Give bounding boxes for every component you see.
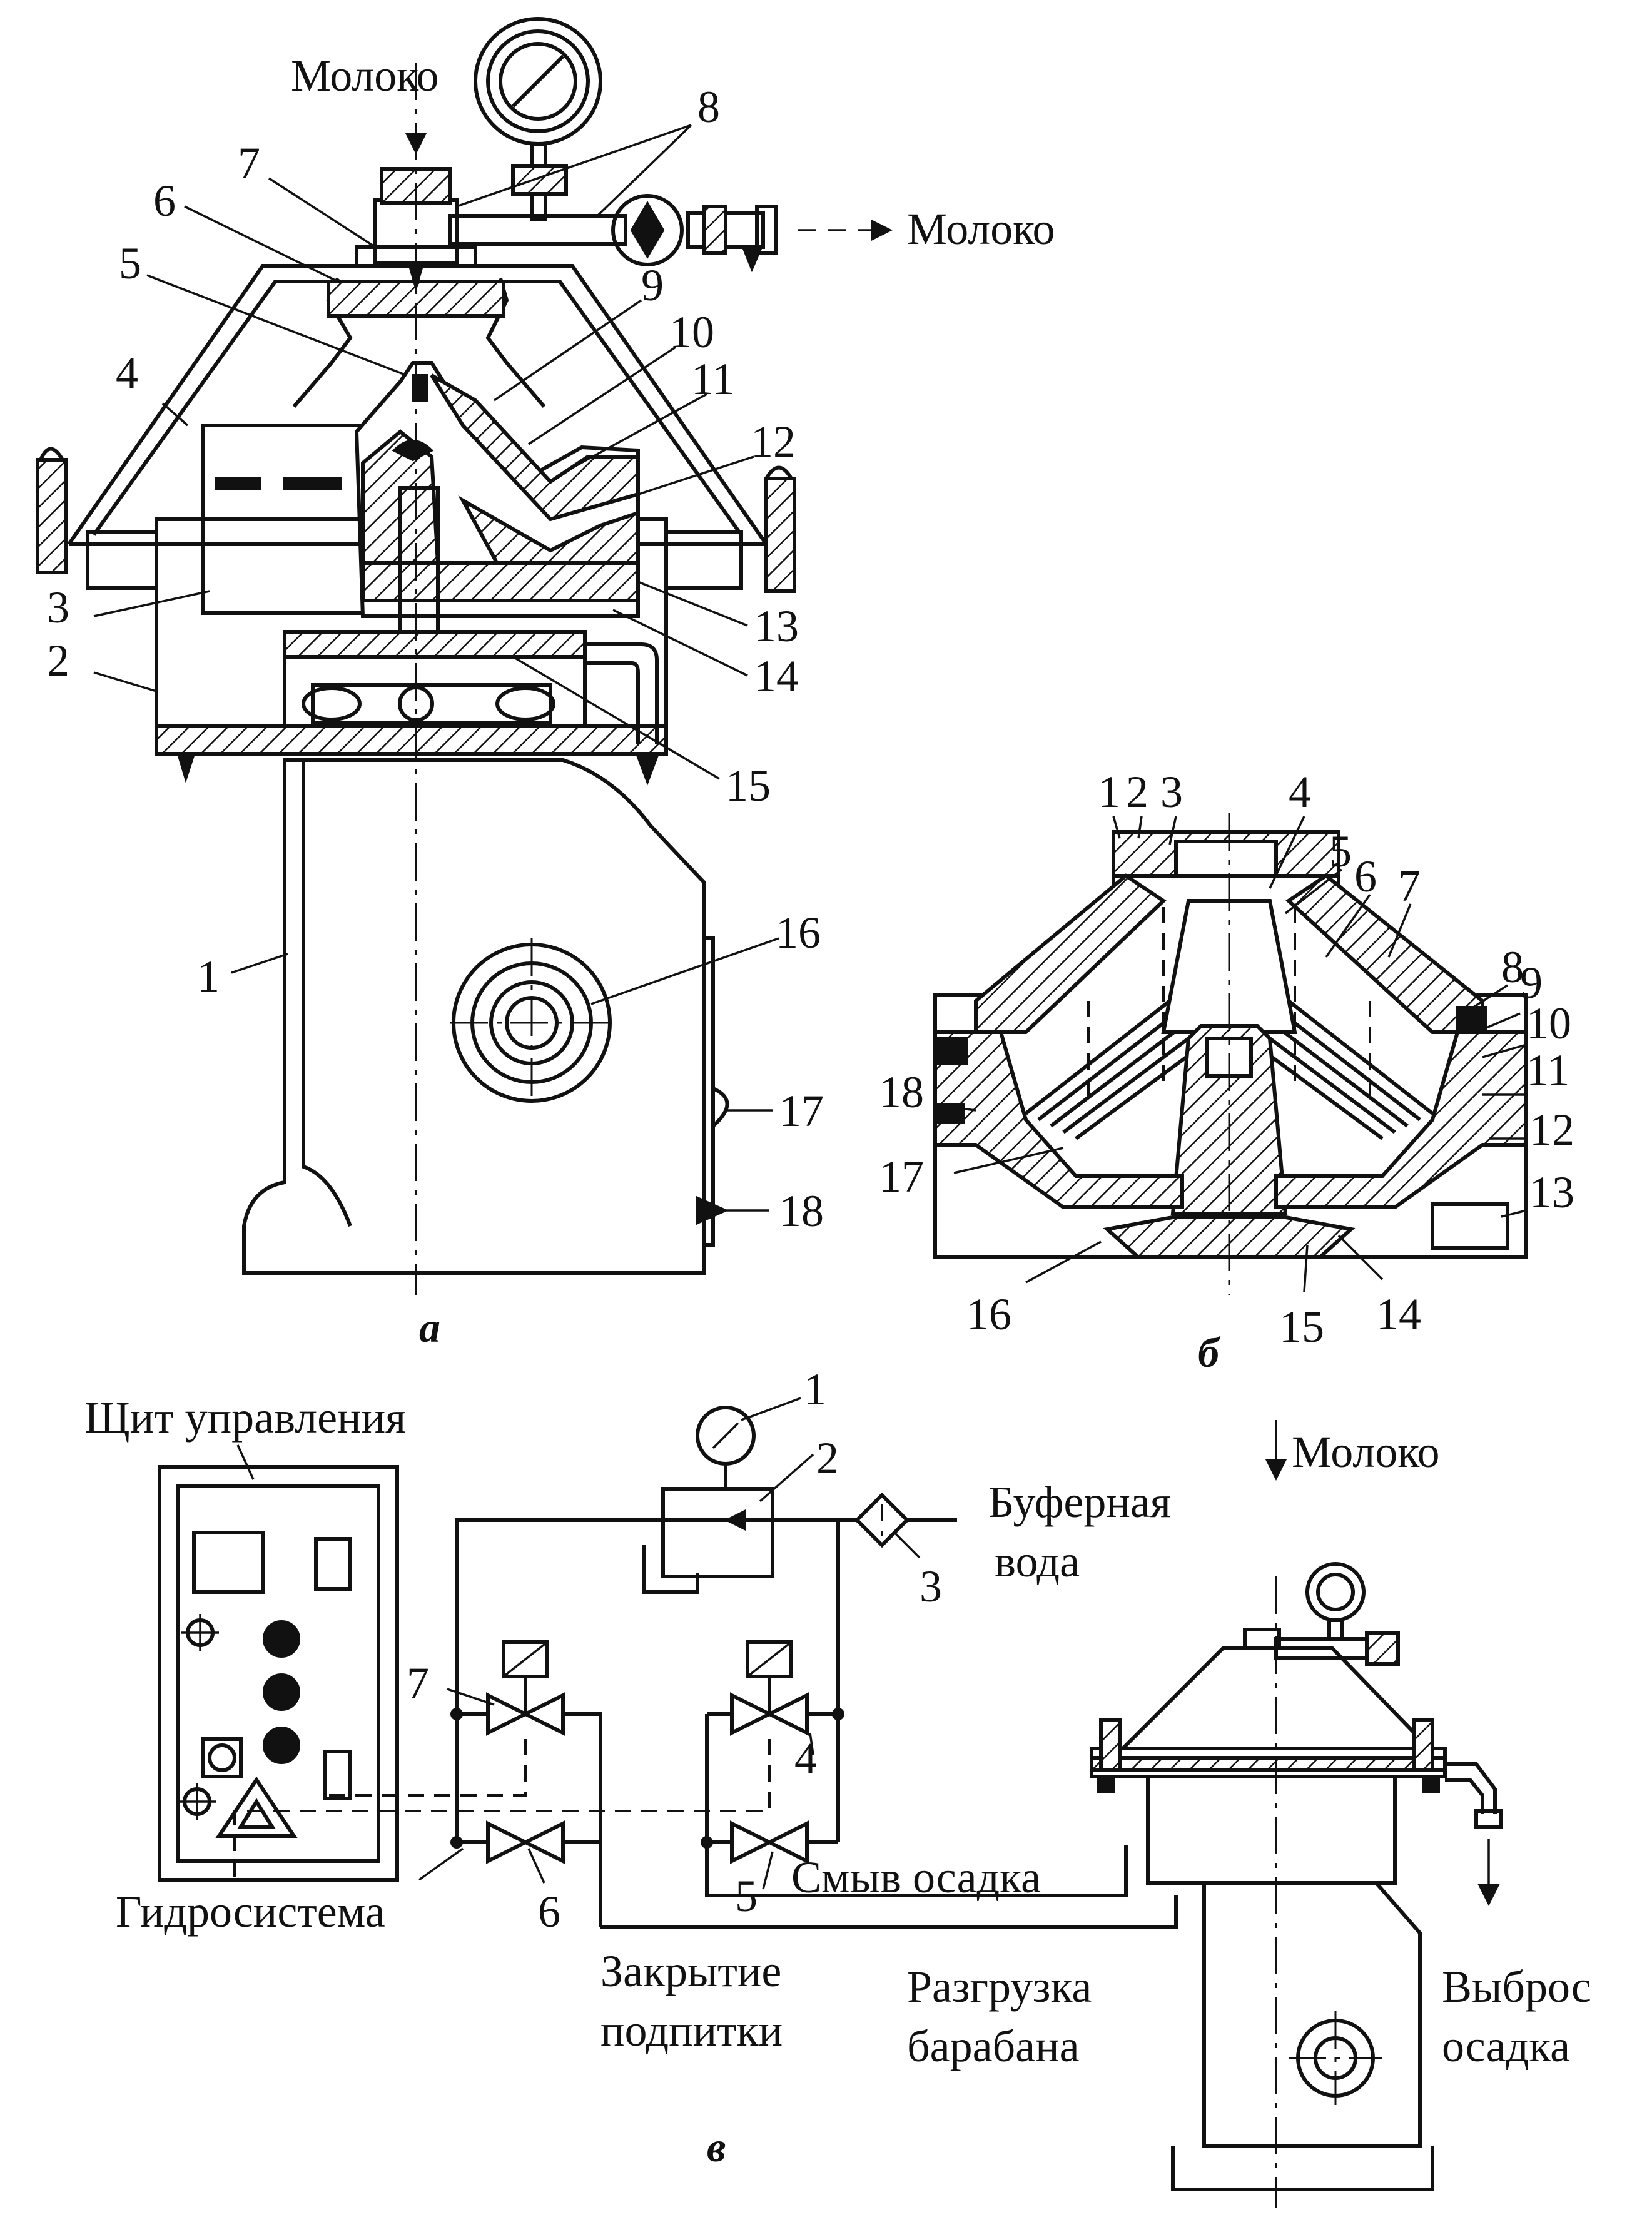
svg-text:11: 11 <box>691 354 734 404</box>
figure-a-separator: Молоко Молоко 1 2 3 4 5 6 7 8 9 10 11 12… <box>36 17 1055 1351</box>
svg-text:6: 6 <box>538 1887 560 1937</box>
makeup-close-label-2: подпитки <box>600 2006 783 2056</box>
svg-text:10: 10 <box>669 307 714 357</box>
figure-c-caption: в <box>707 2123 726 2171</box>
sludge-eject-label-2: осадка <box>1442 2021 1570 2071</box>
buffer-water-label: Буферная <box>988 1477 1171 1527</box>
svg-text:5: 5 <box>1329 826 1352 876</box>
svg-text:12: 12 <box>1529 1105 1574 1155</box>
svg-text:17: 17 <box>879 1152 924 1202</box>
svg-text:6: 6 <box>153 176 176 226</box>
svg-text:3: 3 <box>920 1561 942 1611</box>
svg-text:15: 15 <box>726 761 771 811</box>
svg-text:13: 13 <box>1529 1167 1574 1217</box>
mini-separator <box>1090 1562 1503 2208</box>
control-panel-label: Щит управления <box>84 1392 406 1443</box>
control-panel <box>158 1444 399 1882</box>
figure-a-leaders <box>93 124 779 1212</box>
svg-text:7: 7 <box>407 1658 429 1708</box>
svg-text:11: 11 <box>1526 1045 1569 1095</box>
svg-text:9: 9 <box>1520 958 1543 1008</box>
svg-text:17: 17 <box>779 1086 824 1136</box>
figure-b-caption: б <box>1198 1329 1221 1376</box>
svg-text:9: 9 <box>641 260 664 310</box>
svg-text:3: 3 <box>1160 767 1183 817</box>
svg-text:14: 14 <box>1376 1289 1421 1339</box>
gear-window-icon <box>450 938 613 1103</box>
figure-c-hydraulic: Щит управления Гидросистема Буферная вод… <box>84 1364 1591 2208</box>
svg-text:1: 1 <box>804 1364 826 1414</box>
bowl-unload-label: Разгрузка <box>907 1962 1092 2012</box>
figure-a-caption: а <box>419 1304 440 1351</box>
svg-text:18: 18 <box>779 1186 824 1236</box>
sludge-eject-label: Выброс <box>1442 1962 1591 2012</box>
sludge-flush-label: Смыв осадка <box>791 1852 1041 1902</box>
svg-text:14: 14 <box>754 651 799 701</box>
svg-text:2: 2 <box>816 1433 839 1483</box>
bowl-section <box>354 361 640 634</box>
svg-text:5: 5 <box>119 238 141 288</box>
figure-b-numbers: 1 2 3 4 5 6 7 8 9 10 11 12 13 14 15 16 1… <box>879 767 1574 1352</box>
svg-text:4: 4 <box>1289 767 1311 817</box>
svg-text:6: 6 <box>1354 851 1377 901</box>
buffer-water-label-2: вода <box>995 1536 1080 1586</box>
milk-label: Молоко <box>1292 1427 1440 1477</box>
figure-b-bowl: 1 2 3 4 5 6 7 8 9 10 11 12 13 14 15 16 1… <box>879 767 1574 1376</box>
svg-text:5: 5 <box>735 1871 758 1921</box>
svg-text:18: 18 <box>879 1067 924 1117</box>
makeup-close-label: Закрытие <box>600 1946 781 1996</box>
svg-text:12: 12 <box>751 417 796 467</box>
svg-text:16: 16 <box>776 908 821 958</box>
svg-text:1: 1 <box>1098 767 1120 817</box>
svg-text:4: 4 <box>794 1733 817 1783</box>
figure-c-numbers: 1 2 3 4 5 6 7 <box>407 1364 942 1937</box>
svg-text:4: 4 <box>116 348 138 398</box>
svg-text:13: 13 <box>754 601 799 651</box>
figure-b-leaders <box>950 816 1527 1292</box>
svg-text:7: 7 <box>1398 861 1421 911</box>
svg-text:2: 2 <box>47 636 69 686</box>
svg-text:7: 7 <box>238 138 260 188</box>
svg-text:3: 3 <box>47 582 69 632</box>
milk-outlet-label: Молоко <box>907 204 1055 254</box>
svg-text:16: 16 <box>966 1289 1011 1339</box>
milk-inlet-label: Молоко <box>291 51 439 101</box>
svg-text:15: 15 <box>1279 1302 1324 1352</box>
svg-text:8: 8 <box>697 82 720 132</box>
svg-text:8: 8 <box>1501 942 1524 992</box>
svg-text:1: 1 <box>197 951 220 1002</box>
frame-body <box>242 758 706 1275</box>
svg-text:2: 2 <box>1126 767 1148 817</box>
svg-text:10: 10 <box>1526 998 1571 1048</box>
figure-a-numbers: 1 2 3 4 5 6 7 8 9 10 11 12 13 14 15 16 1… <box>47 82 824 1236</box>
bowl-unload-label-2: барабана <box>907 2021 1080 2071</box>
hydraulic-system-label: Гидросистема <box>116 1887 385 1937</box>
